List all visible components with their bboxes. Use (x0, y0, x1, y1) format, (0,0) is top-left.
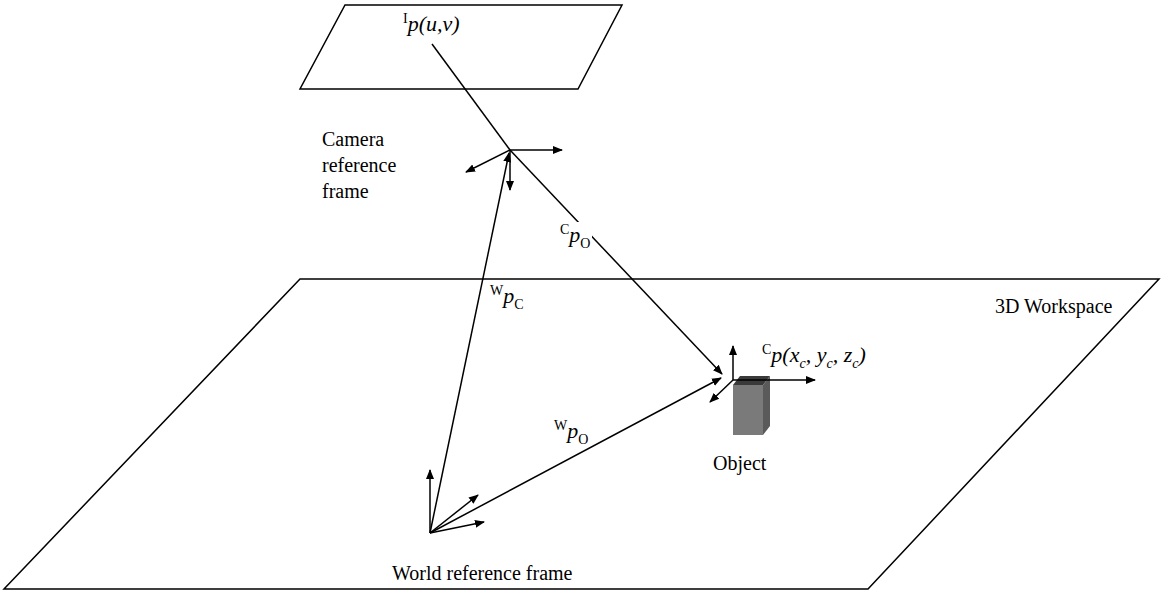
math-symbol: , y (806, 342, 827, 367)
plane-label: Ip(u,v) (403, 11, 460, 37)
world-axis (430, 522, 484, 533)
camera-axis (466, 150, 510, 172)
world-to-camera-vector (430, 153, 509, 533)
plane-border (4, 279, 1159, 589)
text-label: Object (713, 452, 766, 474)
camera-axis (510, 149, 562, 151)
object-axis (710, 380, 733, 402)
object-label: Object (713, 452, 766, 474)
math-symbol: C (762, 342, 771, 357)
vector-label: CpO (558, 222, 592, 251)
point-label: Cp(xc, yc, zc) (760, 342, 868, 371)
plane-text: I (403, 11, 408, 26)
math-symbol: C (560, 222, 569, 237)
frame-label: World reference frame (392, 562, 573, 584)
world-to-object-vector (430, 378, 721, 533)
plane-label: 3D Workspace (995, 295, 1112, 317)
frame-label: Camera reference frame (322, 126, 422, 204)
camera-to-object-vector (510, 150, 722, 374)
math-symbol: C (514, 297, 523, 312)
text-label: Camera reference frame (322, 128, 396, 202)
object-axis (733, 379, 815, 381)
plane-outline (298, 3, 626, 93)
math-symbol: p (503, 283, 514, 308)
math-symbol: O (578, 432, 588, 447)
math-symbol: c (826, 356, 832, 371)
math-symbol: p(x (771, 342, 799, 367)
math-symbol: W (554, 418, 567, 433)
vector-label: WpO (552, 418, 590, 447)
camera-axis (509, 150, 511, 190)
math-symbol: c (852, 356, 858, 371)
vector-label: WpC (488, 283, 526, 312)
math-symbol: , z (833, 342, 853, 367)
object-cube (733, 376, 770, 435)
math-symbol: p (569, 222, 580, 247)
math-symbol: W (490, 283, 503, 298)
object-axis (732, 346, 734, 380)
math-symbol: O (580, 236, 590, 251)
math-symbol: c (799, 356, 805, 371)
world-axis (430, 495, 478, 533)
image-plane: Ip(u,v) (298, 3, 626, 93)
world-axis (429, 470, 431, 533)
projection-ray (432, 44, 510, 150)
math-symbol: ) (858, 342, 865, 367)
text-label: World reference frame (392, 562, 573, 584)
math-symbol: p (567, 418, 578, 443)
plane-border (300, 5, 622, 89)
plane-text: p(u,v) (408, 11, 460, 36)
plane-text: 3D Workspace (995, 295, 1112, 317)
